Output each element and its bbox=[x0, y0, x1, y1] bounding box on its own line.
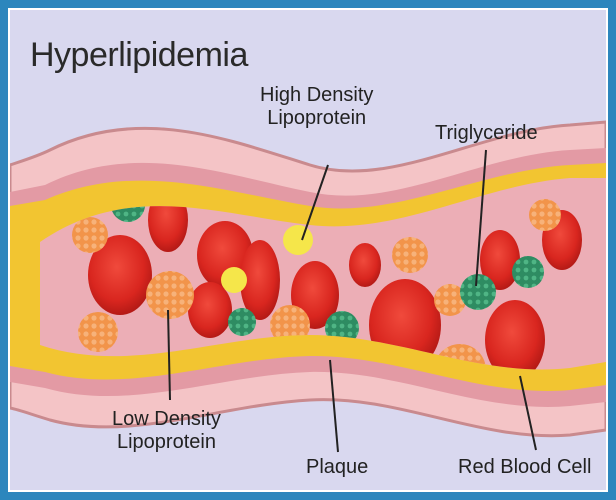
blood-vessel-illustration bbox=[10, 10, 606, 490]
ldl-particle bbox=[529, 199, 561, 231]
triglyceride-particle bbox=[460, 274, 496, 310]
hdl-particle bbox=[283, 225, 313, 255]
rbc-label: Red Blood Cell bbox=[458, 456, 591, 479]
hdl-label-line1: High Density bbox=[260, 84, 373, 107]
triglyceride-particle bbox=[228, 308, 256, 336]
ldl-label-line2: Lipoprotein bbox=[112, 431, 221, 454]
red-blood-cell bbox=[188, 282, 232, 338]
hdl-label-line2: Lipoprotein bbox=[260, 107, 373, 130]
ldl-label: Low Density Lipoprotein bbox=[112, 408, 221, 454]
diagram-title: Hyperlipidemia bbox=[30, 36, 248, 75]
triglyceride-label: Triglyceride bbox=[435, 122, 538, 145]
ldl-particle bbox=[392, 237, 428, 273]
red-blood-cell bbox=[349, 243, 381, 287]
hdl-label: High Density Lipoprotein bbox=[260, 84, 373, 130]
hdl-particle bbox=[221, 267, 247, 293]
triglyceride-particle bbox=[512, 256, 544, 288]
diagram-panel: Hyperlipidemia High Density Lipoprotein … bbox=[8, 8, 608, 492]
ldl-particle bbox=[72, 217, 108, 253]
ldl-particle bbox=[146, 271, 194, 319]
ldl-particle bbox=[78, 312, 118, 352]
ldl-label-line1: Low Density bbox=[112, 408, 221, 431]
plaque-label: Plaque bbox=[306, 456, 368, 479]
